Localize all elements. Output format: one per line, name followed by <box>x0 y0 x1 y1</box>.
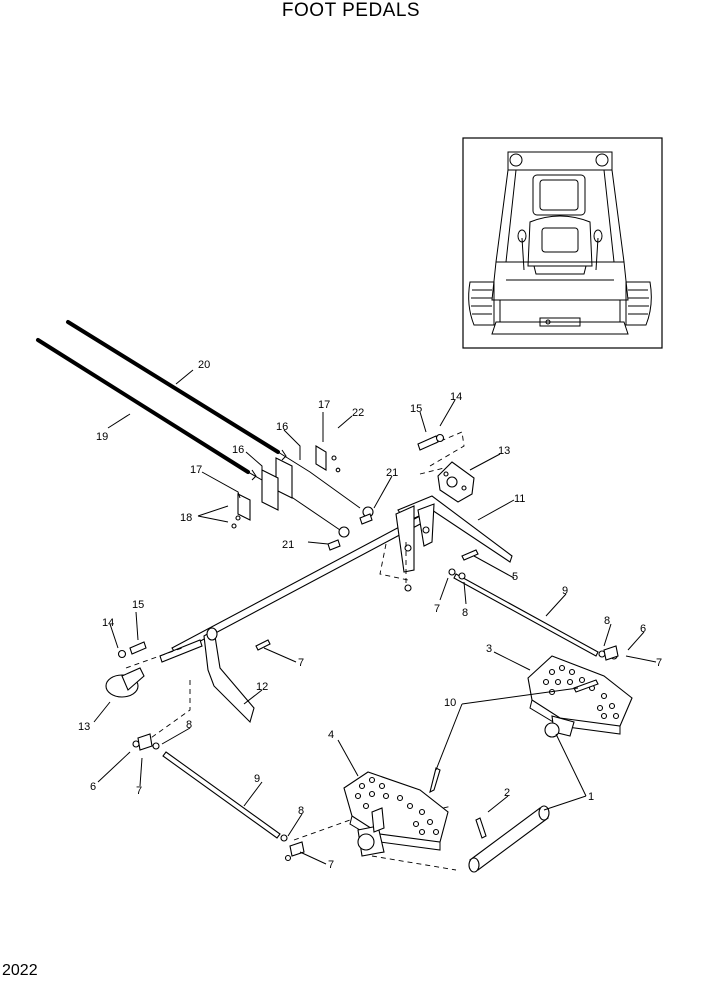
callout-16: 16 <box>276 421 288 433</box>
bolts-21 <box>327 513 373 551</box>
callout-2: 2 <box>504 787 510 799</box>
callout-8: 8 <box>186 719 192 731</box>
callout-17: 17 <box>318 399 330 411</box>
callout-16: 16 <box>232 444 244 456</box>
callout-22: 22 <box>352 407 364 419</box>
callout-11: 11 <box>514 493 525 505</box>
callout-13: 13 <box>498 445 510 457</box>
callout-14: 14 <box>450 391 462 403</box>
callout-7: 7 <box>298 657 304 669</box>
callout-7: 7 <box>136 785 142 797</box>
left-hardware <box>117 433 479 659</box>
callout-6: 6 <box>90 781 96 793</box>
callout-9: 9 <box>254 773 260 785</box>
cable-assembly <box>36 320 374 538</box>
callout-5: 5 <box>512 571 518 583</box>
page-title: FOOT PEDALS <box>281 0 421 21</box>
callout-20: 20 <box>198 359 210 371</box>
callout-8: 8 <box>298 805 304 817</box>
callout-1: 1 <box>588 791 594 803</box>
callout-12: 12 <box>256 681 268 693</box>
callout-18: 18 <box>180 512 192 524</box>
callout-7: 7 <box>656 657 662 669</box>
pins <box>429 767 550 873</box>
rods-9 <box>132 568 619 862</box>
callout-10: 10 <box>444 697 456 709</box>
cable-brackets <box>231 445 341 529</box>
callout-7: 7 <box>328 859 334 871</box>
callout-8: 8 <box>462 607 468 619</box>
callout-3: 3 <box>486 643 492 655</box>
callout-8: 8 <box>604 615 610 627</box>
machine-overview-inset <box>462 137 663 349</box>
callout-15: 15 <box>132 599 144 611</box>
callout-4: 4 <box>328 729 334 741</box>
page-number: 2022 <box>2 962 38 979</box>
leader-lines <box>93 369 657 865</box>
pedal-4 <box>343 771 449 857</box>
callout-9: 9 <box>562 585 568 597</box>
callout-6: 6 <box>640 623 646 635</box>
callouts: 20 19 17 22 16 16 17 18 21 21 15 14 13 1… <box>78 359 662 871</box>
pedal-shaft <box>105 461 513 724</box>
callout-17: 17 <box>190 464 202 476</box>
callout-7: 7 <box>434 603 440 615</box>
pedal-3 <box>527 655 633 738</box>
callout-14: 14 <box>102 617 114 629</box>
callout-21: 21 <box>386 467 398 479</box>
callout-15: 15 <box>410 403 422 415</box>
callout-19: 19 <box>96 431 108 443</box>
callout-13: 13 <box>78 721 90 733</box>
callout-21: 21 <box>282 539 294 551</box>
